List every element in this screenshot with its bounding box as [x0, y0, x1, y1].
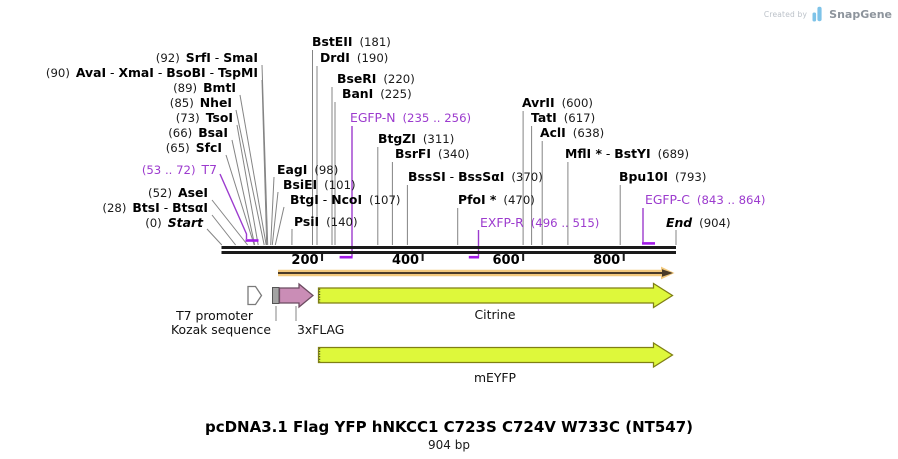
feature-label-3xflag[interactable]: 3xFLAG — [297, 322, 344, 337]
site-leader-line — [231, 139, 256, 246]
citrine-arrow[interactable] — [317, 282, 674, 309]
restriction-site-label[interactable]: (89)BmtI — [173, 80, 236, 95]
site-leader-line — [206, 228, 223, 246]
snapgene-brand-text: SnapGene — [829, 7, 892, 21]
restriction-site-label[interactable]: (28)BtsI - BtsαI — [102, 200, 208, 215]
restriction-site-label[interactable]: AclI(638) — [540, 125, 604, 140]
3xflag-arrow[interactable] — [278, 282, 314, 309]
restriction-site-label[interactable]: (52)AseI — [148, 185, 208, 200]
restriction-site-label[interactable]: (66)BsaI — [168, 125, 228, 140]
restriction-site-label[interactable]: End(904) — [666, 215, 731, 230]
restriction-site-label[interactable]: MflI * - BstYI(689) — [565, 146, 689, 161]
site-leader-line — [211, 199, 248, 246]
feature-label-kozak-sequence[interactable]: Kozak sequence — [171, 322, 271, 337]
annotation-leader-line — [219, 173, 248, 239]
kozak-sequence-box[interactable] — [272, 287, 280, 304]
site-leader-line — [239, 94, 267, 246]
restriction-site-label[interactable]: BstEII(181) — [312, 34, 391, 49]
restriction-site-label[interactable]: EGFP-N(235 .. 256) — [350, 110, 471, 125]
restriction-site-label[interactable]: BsrFI(340) — [395, 146, 469, 161]
snapgene-logo-icon — [812, 6, 822, 22]
restriction-site-label[interactable]: (65)SfcI — [166, 140, 222, 155]
restriction-site-label[interactable]: EGFP-C(843 .. 864) — [645, 192, 766, 207]
restriction-site-label[interactable]: BtgZI(311) — [378, 131, 454, 146]
site-leader-line — [261, 64, 269, 246]
site-leader-line — [274, 206, 285, 246]
feature-label-citrine[interactable]: Citrine — [475, 307, 516, 322]
restriction-site-label[interactable]: BanI(225) — [342, 86, 412, 101]
restriction-site-label[interactable]: BtgI - NcoI(107) — [290, 192, 401, 207]
restriction-site-label[interactable]: PfoI *(470) — [458, 192, 535, 207]
meyfp-arrow[interactable] — [317, 341, 674, 369]
feature-label-t7-promoter[interactable]: T7 promoter — [175, 308, 254, 323]
ruler-tick-label: 800 — [593, 253, 620, 268]
sequence-line-bottom — [221, 251, 676, 254]
restriction-site-label[interactable]: DrdI(190) — [320, 50, 388, 65]
linear-map-canvas: 200 400 600 800 (92)SrfI - SmaI(90)AvaI - Xm… — [46, 34, 766, 385]
t7-promoter-arrow[interactable] — [247, 285, 263, 306]
restriction-site-label[interactable]: Bpu10I(793) — [619, 169, 706, 184]
restriction-site-label[interactable]: (73)TsoI — [176, 110, 233, 125]
site-leader-line — [236, 124, 259, 246]
ruler-tick-label: 200 — [291, 253, 318, 268]
ruler-tick-label: 400 — [392, 253, 419, 268]
restriction-site-label[interactable]: (53 .. 72)T7 — [142, 162, 217, 177]
restriction-site-label[interactable]: EagI(98) — [277, 162, 338, 177]
restriction-site-label[interactable]: PsiI(140) — [294, 214, 358, 229]
snapgene-watermark: Created by SnapGene — [764, 6, 892, 22]
restriction-site-label[interactable]: BssSI - BssSαI(370) — [408, 169, 543, 184]
site-leader-line — [270, 176, 275, 246]
created-by-text: Created by — [763, 9, 808, 19]
construct-length: 904 bp — [428, 438, 470, 452]
restriction-site-label[interactable]: EXFP-R(496 .. 515) — [480, 215, 599, 230]
orf-frame-core-head — [662, 269, 673, 277]
site-leader-line — [235, 109, 265, 246]
restriction-site-label[interactable]: BsiEI(101) — [283, 177, 356, 192]
ruler-tick-label: 600 — [493, 253, 520, 268]
restriction-site-label[interactable]: BseRI(220) — [337, 71, 415, 86]
restriction-site-label[interactable]: (92)SrfI - SmaI — [156, 50, 258, 65]
site-leader-line — [225, 154, 255, 246]
site-leader-line — [261, 79, 268, 246]
site-leader-line — [211, 214, 236, 246]
restriction-site-label[interactable]: AvrII(600) — [522, 95, 593, 110]
restriction-site-label[interactable]: (0)Start — [145, 215, 204, 230]
restriction-site-label[interactable]: (85)NheI — [170, 95, 232, 110]
restriction-site-label[interactable]: (90)AvaI - XmaI - BsoBI - TspMI — [46, 65, 258, 80]
construct-title: pcDNA3.1 Flag YFP hNKCC1 C723S C724V W73… — [204, 418, 694, 436]
sequence-line-top — [221, 246, 676, 249]
restriction-site-label[interactable]: TatI(617) — [531, 110, 595, 125]
site-leader-line — [271, 191, 279, 246]
feature-label-meyfp[interactable]: mEYFP — [474, 370, 517, 385]
